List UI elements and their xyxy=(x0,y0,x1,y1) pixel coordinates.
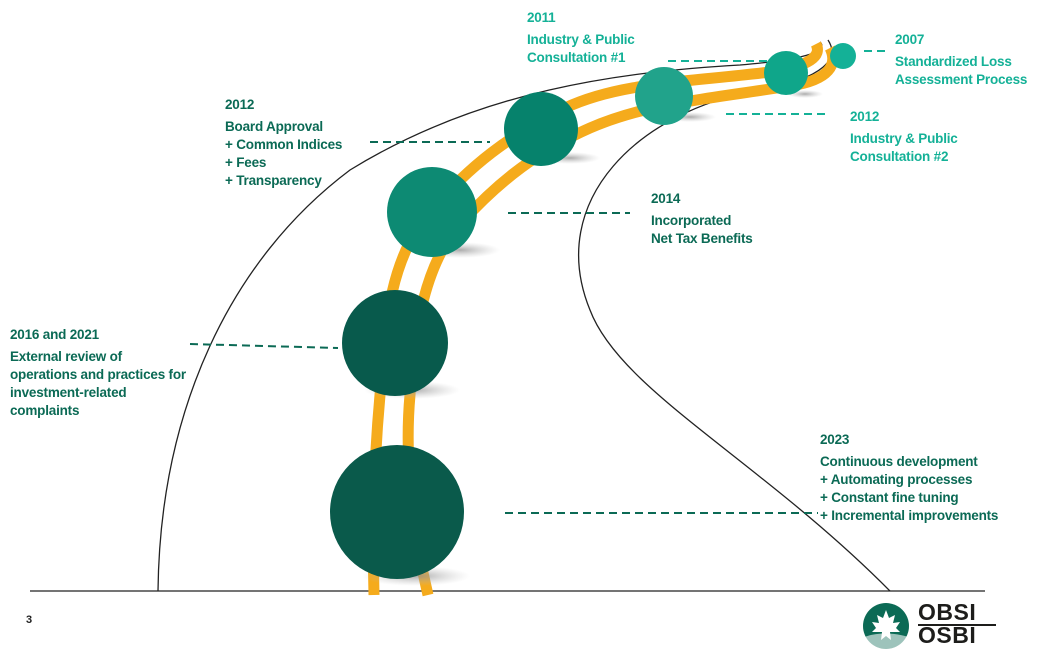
milestone-circle-2011 xyxy=(764,51,808,95)
milestone-circle-2012-consult xyxy=(635,67,693,125)
milestone-year: 2012 xyxy=(850,109,880,124)
milestone-label-2012-consultation: 2012 Industry & Public Consultation #2 xyxy=(850,108,958,166)
milestone-year: 2011 xyxy=(527,10,556,25)
milestone-text: + Constant fine tuning xyxy=(820,490,959,505)
milestone-text: Consultation #1 xyxy=(527,50,626,65)
page-number: 3 xyxy=(26,614,33,626)
logo-text-osbi: OSBI xyxy=(918,622,977,648)
milestone-text: Continuous development xyxy=(820,454,978,469)
connector-2016 xyxy=(189,343,339,349)
milestone-text: complaints xyxy=(10,403,80,418)
milestone-circle-2016-2021 xyxy=(342,290,448,396)
milestone-text: + Automating processes xyxy=(820,472,973,487)
logo-text-obsi: OBSI xyxy=(918,599,977,625)
milestone-text: + Common Indices xyxy=(225,137,343,152)
milestone-text: Consultation #2 xyxy=(850,149,949,164)
milestone-label-2012-board: 2012 Board Approval + Common Indices + F… xyxy=(225,96,342,190)
milestone-text: Board Approval xyxy=(225,119,323,134)
milestone-label-2007: 2007 Standardized Loss Assessment Proces… xyxy=(895,31,1027,89)
milestone-text: + Incremental improvements xyxy=(820,508,999,523)
milestone-text: Industry & Public xyxy=(850,131,958,146)
milestone-year: 2014 xyxy=(651,191,681,206)
milestone-text: investment-related xyxy=(10,385,127,400)
milestone-label-2016-2021: 2016 and 2021 External review of operati… xyxy=(10,326,186,420)
milestone-circle-2012-board xyxy=(387,167,477,257)
milestone-text: Incorporated xyxy=(651,213,732,228)
milestone-text: operations and practices for xyxy=(10,367,186,382)
milestone-circles xyxy=(330,43,856,579)
milestone-year: 2016 and 2021 xyxy=(10,327,99,342)
milestone-text: + Transparency xyxy=(225,173,322,188)
milestone-circle-2023 xyxy=(330,445,464,579)
milestone-text: Industry & Public xyxy=(527,32,635,47)
milestone-year: 2012 xyxy=(225,97,255,112)
milestone-label-2014: 2014 Incorporated Net Tax Benefits xyxy=(651,190,753,248)
milestone-year: 2007 xyxy=(895,32,925,47)
connectors xyxy=(189,50,890,514)
logo-divider xyxy=(918,624,996,626)
road-stripe-left xyxy=(367,41,823,596)
milestone-text: Standardized Loss xyxy=(895,54,1012,69)
milestone-label-2011: 2011 Industry & Public Consultation #1 xyxy=(527,9,635,67)
milestone-circle-2014 xyxy=(504,92,578,166)
milestone-text: Assessment Process xyxy=(895,72,1028,87)
milestone-label-2023: 2023 Continuous development + Automating… xyxy=(820,431,998,525)
milestone-text: Net Tax Benefits xyxy=(651,231,753,246)
milestone-text: + Fees xyxy=(225,155,267,170)
milestone-year: 2023 xyxy=(820,432,850,447)
milestone-circle-2007 xyxy=(830,43,856,69)
milestone-text: External review of xyxy=(10,349,122,364)
maple-leaf-icon xyxy=(863,603,910,650)
obsi-logo: OBSI OSBI xyxy=(858,598,1008,650)
